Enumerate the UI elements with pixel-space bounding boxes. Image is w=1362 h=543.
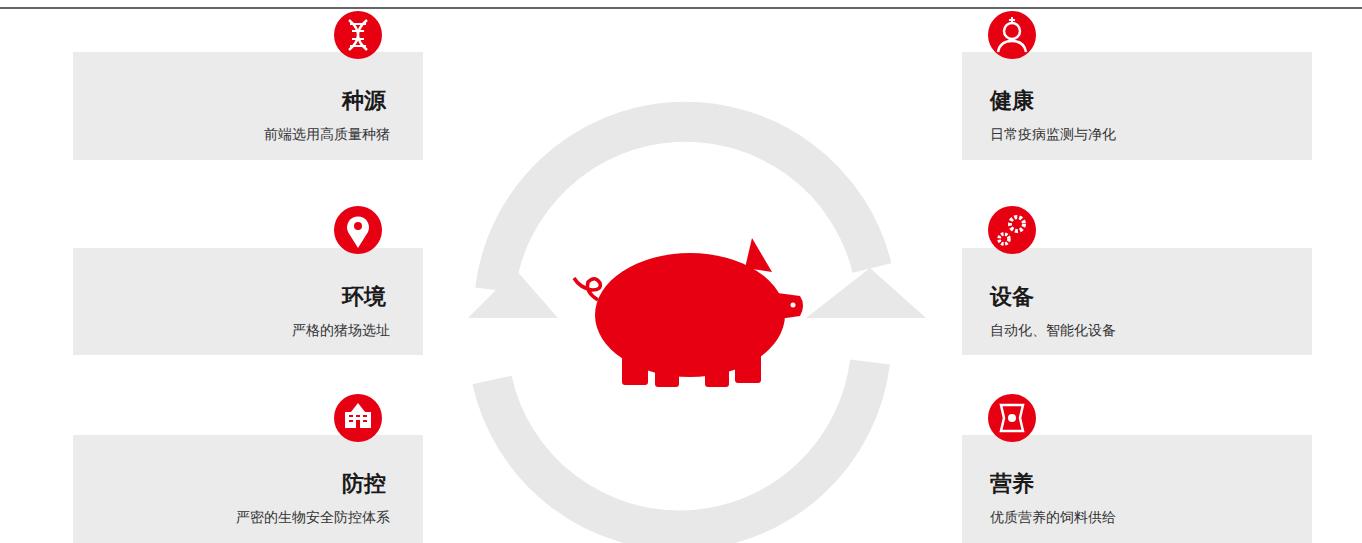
top-rule <box>0 7 1362 9</box>
pig-nostril <box>791 303 796 308</box>
box-heading: 营养 <box>990 471 1034 497</box>
box-heading: 种源 <box>342 88 386 114</box>
box-heading: 设备 <box>990 284 1034 310</box>
box-description: 优质营养的饲料供给 <box>990 508 1116 526</box>
dna-icon <box>334 11 382 59</box>
pig-illustration <box>595 238 803 387</box>
feature-box: 防控严密的生物安全防控体系 <box>73 435 423 543</box>
box-description: 严密的生物安全防控体系 <box>236 508 390 526</box>
box-heading: 防控 <box>342 471 386 497</box>
box-description: 自动化、智能化设备 <box>990 321 1116 339</box>
building-icon <box>334 394 382 442</box>
feature-box: 营养优质营养的饲料供给 <box>962 435 1312 543</box>
arrow-head <box>806 268 926 318</box>
feature-box: 种源前端选用高质量种猪 <box>73 52 423 160</box>
doctor-icon <box>988 11 1036 59</box>
feature-box: 环境严格的猪场选址 <box>73 248 423 355</box>
feature-box: 设备自动化、智能化设备 <box>962 248 1312 355</box>
box-description: 严格的猪场选址 <box>292 321 390 339</box>
arrow-head <box>468 270 558 318</box>
box-description: 日常疫病监测与净化 <box>990 125 1116 143</box>
gears-icon <box>988 206 1036 254</box>
location-icon <box>334 206 382 254</box>
box-description: 前端选用高质量种猪 <box>264 125 390 143</box>
feed-bag-icon <box>988 394 1036 442</box>
box-heading: 环境 <box>342 284 386 310</box>
pig-tail <box>574 278 600 300</box>
cycle-arrows <box>492 122 872 531</box>
box-heading: 健康 <box>990 88 1034 114</box>
feature-box: 健康日常疫病监测与净化 <box>962 52 1312 160</box>
